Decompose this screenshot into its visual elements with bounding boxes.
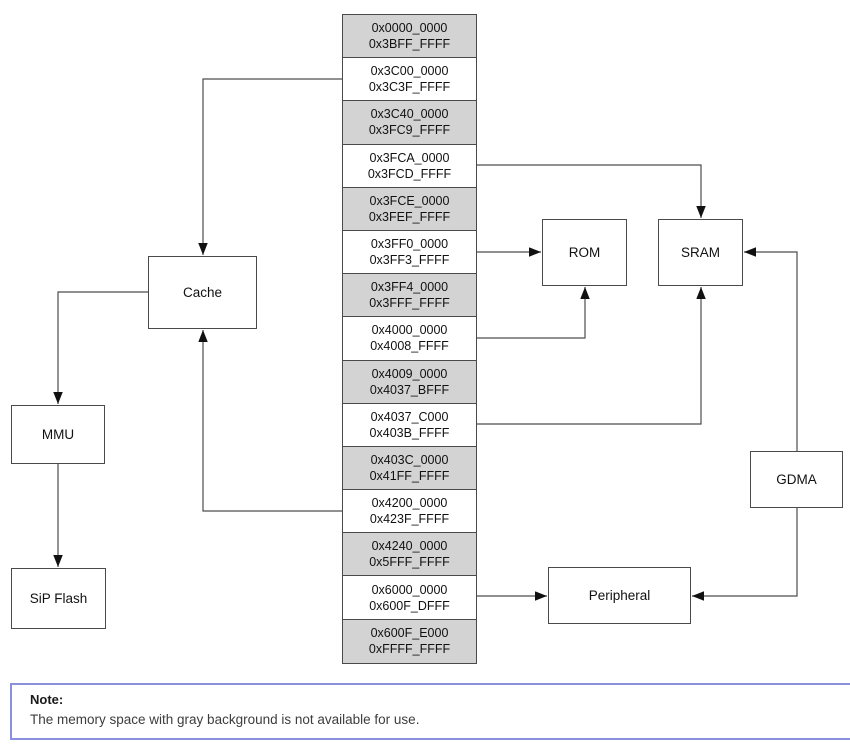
peripheral-label: Peripheral	[588, 588, 651, 603]
memory-block: 0x4009_0000 0x4037_BFFF	[343, 360, 476, 404]
connector-block8-to-rom-bottom	[477, 287, 590, 339]
memory-range-start: 0x4240_0000	[371, 539, 448, 554]
memory-block: 0x403C_0000 0x41FF_FFFF	[343, 446, 476, 491]
gdma-box: GDMA	[750, 451, 843, 508]
memory-range-end: 0x3BFF_FFFF	[368, 37, 451, 52]
memory-range-start: 0x0000_0000	[371, 21, 448, 36]
mmu-label: MMU	[41, 427, 75, 442]
memory-block: 0x4240_0000 0x5FFF_FFFF	[343, 533, 476, 577]
mmu-box: MMU	[11, 405, 105, 464]
memory-range-end: 0x4008_FFFF	[370, 339, 449, 354]
connector-cache-to-mmu	[53, 291, 148, 404]
memory-range-start: 0x4009_0000	[371, 366, 448, 381]
memory-range-start: 0x3FF4_0000	[370, 280, 449, 295]
memory-block: 0x4037_C000 0x403B_FFFF	[343, 404, 476, 447]
memory-address-column: 0x0000_0000 0x3BFF_FFFF 0x3C00_0000 0x3C…	[342, 14, 477, 664]
cache-box: Cache	[148, 256, 257, 329]
memory-range-start: 0x3C00_0000	[370, 64, 449, 79]
memory-range-start: 0x4000_0000	[371, 323, 448, 338]
note-callout: Note: The memory space with gray backgro…	[10, 683, 850, 740]
memory-block: 0x4200_0000 0x423F_FFFF	[343, 490, 476, 534]
memory-block: 0x3C40_0000 0x3FC9_FFFF	[343, 101, 476, 145]
memory-block: 0x4000_0000 0x4008_FFFF	[343, 317, 476, 361]
memory-range-end: 0x600F_DFFF	[369, 598, 450, 613]
memory-range-start: 0x600F_E000	[370, 626, 449, 641]
memory-range-end: 0x41FF_FFFF	[369, 468, 450, 483]
rom-label: ROM	[568, 245, 601, 260]
memory-block: 0x0000_0000 0x3BFF_FFFF	[343, 15, 476, 59]
memory-range-start: 0x403C_0000	[370, 452, 449, 467]
connector-block2-to-cache	[198, 78, 342, 255]
memory-range-start: 0x3FF0_0000	[370, 237, 449, 252]
sip-flash-label: SiP Flash	[29, 591, 88, 606]
memory-range-end: 0x423F_FFFF	[369, 512, 450, 527]
memory-block: 0x3FF0_0000 0x3FF3_FFFF	[343, 231, 476, 275]
memory-range-start: 0x3C40_0000	[370, 107, 449, 122]
memory-range-end: 0xFFFF_FFFF	[368, 642, 451, 657]
connector-gdma-to-peripheral	[692, 508, 798, 601]
memory-range-end: 0x3FF3_FFFF	[369, 253, 450, 268]
memory-block: 0x3C00_0000 0x3C3F_FFFF	[343, 58, 476, 102]
memory-block: 0x3FCE_0000 0x3FEF_FFFF	[343, 187, 476, 231]
memory-block: 0x3FCA_0000 0x3FCD_FFFF	[343, 145, 476, 188]
memory-block: 0x3FF4_0000 0x3FFF_FFFF	[343, 274, 476, 318]
memory-range-start: 0x3FCA_0000	[369, 150, 450, 165]
memory-range-end: 0x3FC9_FFFF	[368, 123, 451, 138]
cache-label: Cache	[182, 285, 223, 300]
memory-range-start: 0x3FCE_0000	[369, 193, 450, 208]
memory-block: 0x6000_0000 0x600F_DFFF	[343, 576, 476, 620]
memory-range-start: 0x4037_C000	[370, 409, 449, 424]
connector-block4-to-sram-top	[477, 164, 706, 218]
memory-range-end: 0x3FCD_FFFF	[367, 166, 452, 181]
memory-range-start: 0x4200_0000	[371, 496, 448, 511]
memory-range-end: 0x4037_BFFF	[369, 382, 450, 397]
connector-block10-to-sram-bottom	[477, 287, 706, 425]
memory-range-end: 0x5FFF_FFFF	[369, 555, 450, 570]
connector-block12-to-cache	[198, 330, 342, 512]
memory-range-end: 0x3FEF_FFFF	[368, 209, 451, 224]
peripheral-box: Peripheral	[548, 567, 691, 624]
memory-range-end: 0x403B_FFFF	[369, 425, 450, 440]
memory-block: 0x600F_E000 0xFFFF_FFFF	[343, 619, 476, 663]
note-body: The memory space with gray background is…	[30, 712, 420, 727]
note-title: Note:	[30, 692, 64, 707]
sip-flash-box: SiP Flash	[11, 568, 106, 629]
memory-range-end: 0x3C3F_FFFF	[368, 80, 451, 95]
memory-range-end: 0x3FFF_FFFF	[369, 296, 450, 311]
gdma-label: GDMA	[776, 472, 817, 487]
rom-box: ROM	[542, 219, 627, 286]
sram-label: SRAM	[680, 245, 720, 260]
sram-box: SRAM	[658, 219, 743, 286]
memory-range-start: 0x6000_0000	[371, 582, 448, 597]
connector-gdma-to-sram	[744, 247, 798, 451]
